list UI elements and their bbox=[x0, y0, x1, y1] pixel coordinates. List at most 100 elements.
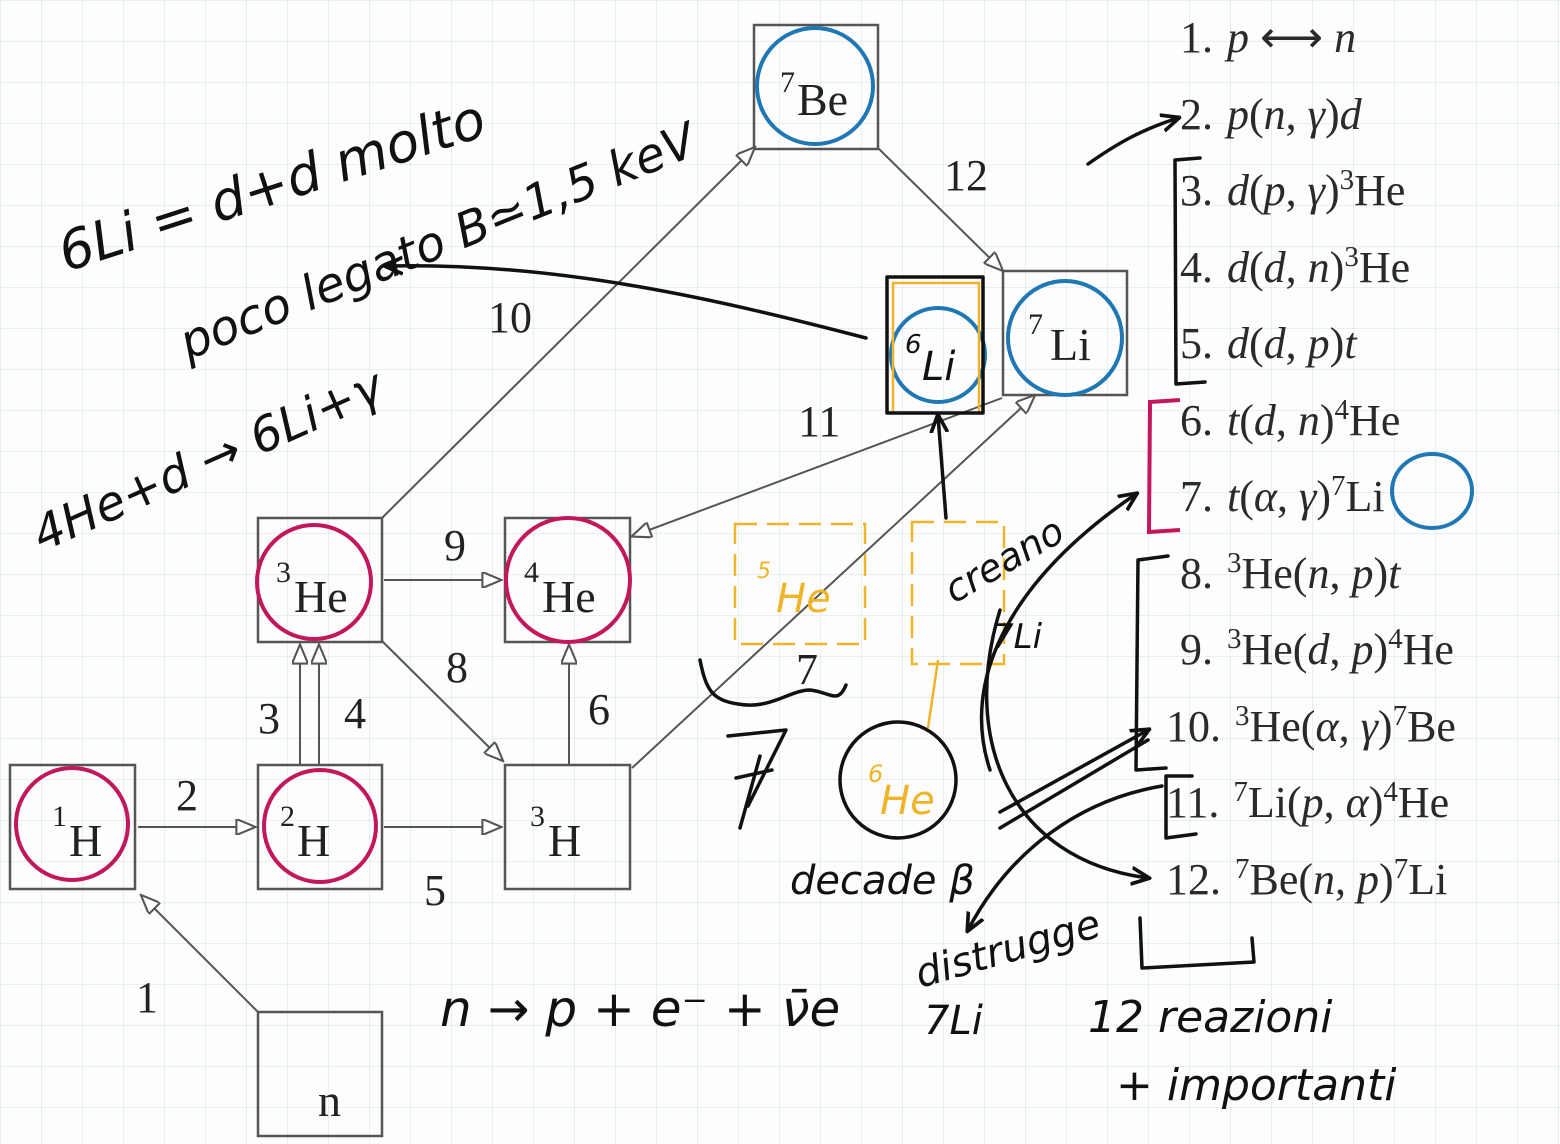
arrow-number: 10 bbox=[488, 293, 532, 342]
reaction-term: Li bbox=[1346, 472, 1385, 521]
reaction-term: α bbox=[1315, 702, 1339, 751]
reaction-term: , bbox=[1277, 472, 1299, 521]
reaction-2-pointer-arrow bbox=[1086, 118, 1178, 166]
arrow-labels: 1 2 3 4 5 6 7 8 9 10 11 12 bbox=[136, 151, 988, 1022]
svg-text:H: H bbox=[297, 815, 330, 866]
reaction-term: p bbox=[1348, 549, 1373, 598]
svg-text:n: n bbox=[318, 1075, 341, 1126]
arrow-8 bbox=[381, 640, 502, 760]
reaction-term: 7 bbox=[1393, 700, 1408, 732]
svg-text:H: H bbox=[548, 815, 581, 866]
reaction-term: 7 bbox=[1331, 470, 1346, 502]
reaction-term: ) bbox=[1373, 625, 1388, 674]
svg-text:2: 2 bbox=[280, 800, 295, 833]
connector-line bbox=[926, 659, 940, 729]
highlight-circle-li7-list bbox=[1390, 452, 1474, 530]
he5-label: 5 bbox=[757, 559, 771, 584]
reaction-term: , bbox=[1276, 396, 1298, 445]
decay-arrow bbox=[998, 738, 1150, 830]
reaction-term: ) bbox=[1330, 243, 1345, 292]
svg-text:7: 7 bbox=[1028, 308, 1043, 341]
reaction-term: ) bbox=[1325, 166, 1340, 215]
svg-text:1: 1 bbox=[52, 800, 67, 833]
highlight-circle-he4 bbox=[504, 516, 632, 644]
reaction-item: 1.p ⟷ n bbox=[1180, 13, 1356, 62]
reaction-term: 7 bbox=[1233, 776, 1248, 808]
svg-text:Be: Be bbox=[797, 74, 848, 125]
reaction-term: ( bbox=[1249, 166, 1264, 215]
ink-annotations: 6 Li 6Li = d+d molto poco legato B≃1,5 k… bbox=[24, 87, 1397, 1111]
reaction-term: ⟷ bbox=[1260, 13, 1334, 62]
arrow-7 bbox=[631, 396, 1034, 769]
reaction-term: , bbox=[1329, 625, 1351, 674]
reaction-term: ) bbox=[1369, 778, 1384, 827]
reaction-item: 7.t(α, γ)7Li bbox=[1180, 470, 1385, 521]
reaction-term: 4 bbox=[1388, 623, 1403, 655]
reaction-item: 2.p(n, γ)d bbox=[1180, 90, 1363, 139]
reaction-term: α bbox=[1254, 472, 1278, 521]
svg-text:H: H bbox=[69, 815, 102, 866]
reaction-term: d bbox=[1227, 243, 1250, 292]
reaction-term: d bbox=[1264, 319, 1287, 368]
nuclide-h3: 3 H bbox=[503, 763, 632, 891]
distrugge-arrow bbox=[968, 784, 1164, 930]
decade-note: decade β bbox=[790, 858, 975, 904]
reaction-term: d bbox=[1264, 243, 1287, 292]
arrow-number: 8 bbox=[446, 643, 468, 692]
highlight-circle-h2 bbox=[262, 768, 378, 884]
he5-label: He bbox=[776, 576, 831, 622]
blue-highlights bbox=[755, 26, 1474, 530]
creano-arrow bbox=[979, 494, 1136, 772]
reaction-item: 10.3He(α, γ)7Be bbox=[1166, 700, 1456, 751]
reaction-term: n bbox=[1298, 396, 1320, 445]
bracket-11 bbox=[1164, 774, 1198, 840]
reaction-term: ( bbox=[1239, 472, 1254, 521]
nuclide-be7: 7 Be bbox=[752, 23, 880, 151]
he6-label: 6 bbox=[868, 760, 883, 788]
reaction-item: 11.7Li(p, α)4He bbox=[1166, 776, 1449, 827]
decay-arrow bbox=[998, 730, 1148, 814]
highlight-circle-li7 bbox=[1006, 279, 1124, 397]
reaction-term: p bbox=[1305, 319, 1330, 368]
reaction-term: ( bbox=[1239, 396, 1254, 445]
reaction-term: , bbox=[1339, 702, 1361, 751]
he6-label: He bbox=[880, 778, 935, 824]
arrow-number: 2 bbox=[176, 771, 198, 820]
bracket-8-10 bbox=[1134, 554, 1170, 772]
reaction-term: , bbox=[1286, 166, 1308, 215]
reaction-term: d bbox=[1254, 396, 1277, 445]
bracket-bottom bbox=[1138, 916, 1256, 970]
reaction-term: 4 bbox=[1383, 776, 1398, 808]
reaction-term: 3 bbox=[1344, 241, 1359, 273]
reaction-term: He bbox=[1349, 396, 1400, 445]
reaction-term: Li( bbox=[1248, 778, 1302, 827]
svg-text:3: 3 bbox=[530, 800, 545, 833]
reaction-term: He( bbox=[1242, 549, 1308, 598]
reaction-term: γ bbox=[1308, 166, 1327, 215]
reaction-term: , bbox=[1286, 90, 1308, 139]
svg-text:4: 4 bbox=[524, 556, 539, 589]
svg-text:3: 3 bbox=[276, 556, 291, 589]
reaction-term: Be bbox=[1407, 702, 1456, 751]
reaction-term: p bbox=[1261, 166, 1286, 215]
reaction-term: d bbox=[1307, 625, 1330, 674]
reaction-term: ) bbox=[1316, 472, 1331, 521]
li6-annotation-arrow bbox=[386, 266, 868, 340]
reaction-term: , bbox=[1286, 319, 1308, 368]
bracket-6-7 bbox=[1146, 398, 1181, 535]
reaction-item: 8.3He(n, p)t bbox=[1180, 547, 1402, 598]
distrugge-target: 7Li bbox=[924, 998, 983, 1044]
neutron-decay-note: n → p + e⁻ + ν̄e bbox=[440, 980, 840, 1038]
reaction-term: , bbox=[1329, 549, 1351, 598]
arrow-number: 3 bbox=[258, 694, 280, 743]
reaction-term: 3 bbox=[1227, 623, 1242, 655]
svg-text:7: 7 bbox=[780, 66, 795, 99]
he6-circle bbox=[838, 720, 958, 840]
reaction-term: p bbox=[1224, 13, 1260, 62]
reaction-term: n bbox=[1334, 13, 1356, 62]
yellow-sketches: 5 He 6 He bbox=[733, 281, 1006, 824]
arrow-number: 1 bbox=[136, 973, 158, 1022]
reaction-term: p bbox=[1224, 90, 1249, 139]
reaction-item: 4.d(d, n)3He bbox=[1180, 241, 1410, 292]
